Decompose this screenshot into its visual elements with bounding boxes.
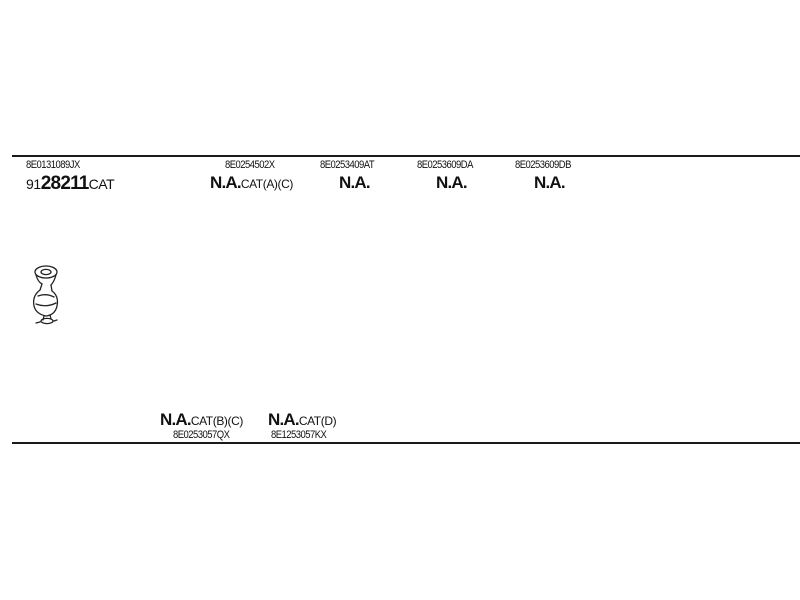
bottom-divider-line	[12, 442, 800, 444]
part-suffix: CAT(A)(C)	[240, 177, 294, 191]
part-suffix: CAT(D)	[298, 414, 337, 428]
part-code: N.A.	[210, 173, 242, 192]
part-number: 8E0253057QX	[173, 429, 230, 441]
part-label-2[interactable]: 8E0253409AT N.A.	[320, 160, 383, 192]
part-code: N.A.	[268, 410, 300, 429]
part-label-3[interactable]: 8E0253609DA N.A.	[417, 160, 482, 192]
part-number: 8E0253409AT	[320, 159, 375, 171]
part-number: 8E0254502X	[225, 159, 275, 171]
part-prefix: 91	[26, 176, 41, 192]
part-number: 8E1253057KX	[271, 429, 327, 441]
part-label-5[interactable]: N.A.CAT(B)(C) 8E0253057QX	[160, 411, 243, 441]
part-label-0[interactable]: 8E0131089JX 9128211CAT	[26, 159, 115, 194]
part-code: N.A.	[160, 410, 192, 429]
part-code: N.A.	[534, 173, 566, 192]
part-code: 28211	[40, 173, 90, 194]
top-divider-line	[12, 155, 800, 157]
part-code: N.A.	[339, 173, 371, 192]
part-code: N.A.	[436, 173, 468, 192]
catalytic-converter-icon[interactable]	[26, 262, 66, 326]
part-label-6[interactable]: N.A.CAT(D) 8E1253057KX	[268, 410, 337, 441]
part-number: 8E0253609DA	[417, 159, 473, 171]
part-number: 8E0131089JX	[26, 159, 80, 171]
part-suffix: CAT	[88, 176, 115, 192]
part-number: 8E0253609DB	[515, 159, 571, 171]
part-label-1[interactable]: 8E0254502X N.A.CAT(A)(C)	[210, 160, 293, 192]
part-label-4[interactable]: 8E0253609DB N.A.	[515, 160, 580, 192]
part-suffix: CAT(B)(C)	[190, 414, 244, 428]
